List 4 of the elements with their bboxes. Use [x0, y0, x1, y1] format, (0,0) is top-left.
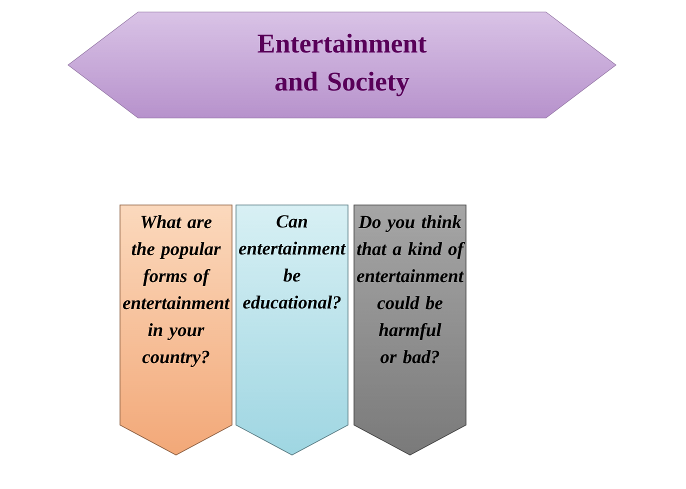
arrow-box: What are the popular forms of entertainment in your country? [120, 204, 232, 456]
hexagon-banner: Entertainment and Society [68, 12, 616, 118]
arrow-box: Do you think that a kind of entertainment could be harmful or bad? [354, 204, 466, 456]
arrow-box: Can entertainment be educational? [236, 204, 348, 456]
